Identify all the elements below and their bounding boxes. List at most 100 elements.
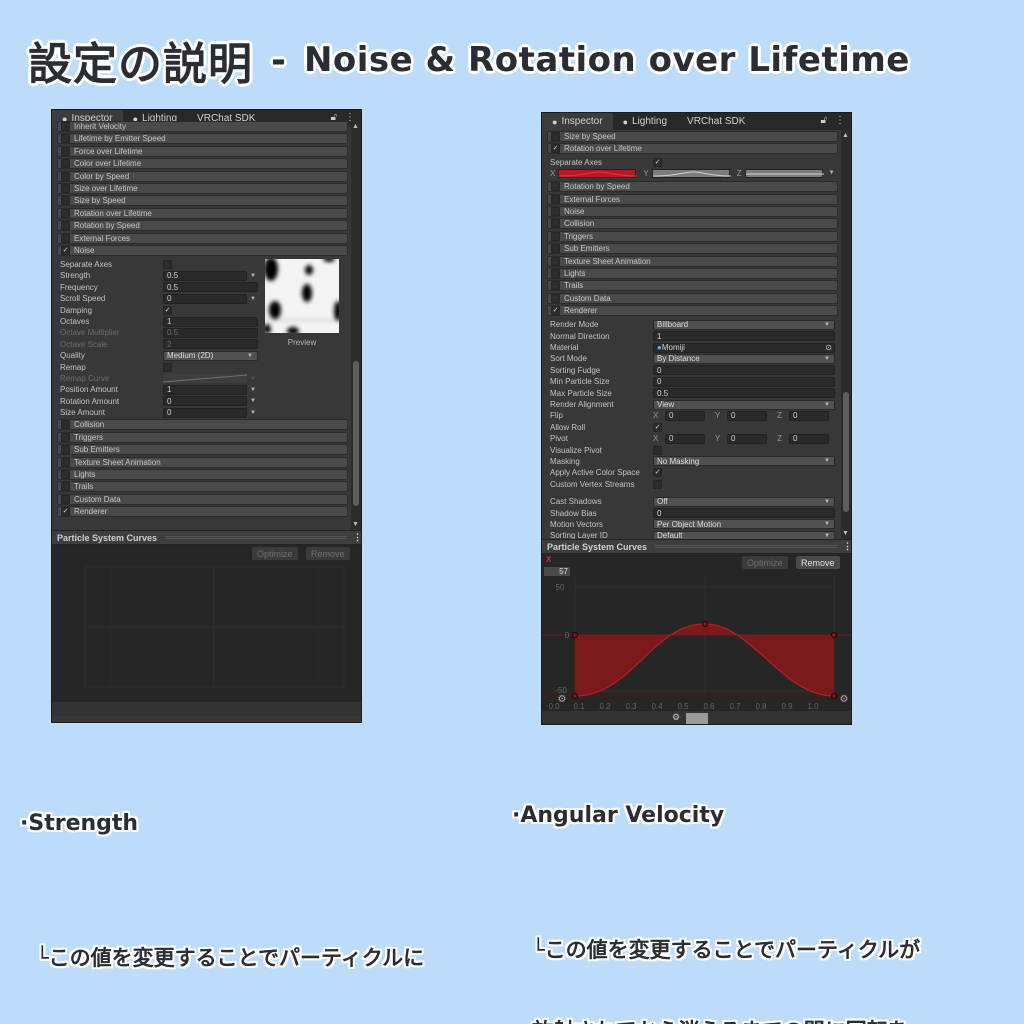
tab-vrchat-sdk[interactable]: VRChat SDK bbox=[687, 116, 746, 127]
cast-shadows-dropdown[interactable]: Off▼ bbox=[653, 496, 835, 507]
module-checkbox[interactable] bbox=[551, 244, 560, 254]
module-checkbox[interactable] bbox=[551, 281, 560, 291]
module-texture-sheet-animation[interactable]: Texture Sheet Animation bbox=[547, 255, 838, 267]
curves-header[interactable]: Particle System Curves ⋮ bbox=[542, 539, 851, 554]
curve-max-value-field[interactable]: 57 bbox=[544, 567, 570, 576]
tab-vrchat-sdk[interactable]: VRChat SDK bbox=[197, 113, 256, 124]
custom-vertex-streams-checkbox[interactable] bbox=[653, 479, 662, 489]
curve-mode-dropdown-icon[interactable]: ▼ bbox=[828, 170, 835, 177]
module-rotation-by-speed[interactable]: Rotation by Speed bbox=[547, 181, 838, 193]
object-picker-icon[interactable]: ⊙ bbox=[825, 343, 832, 353]
rotation-amount-dropdown-icon[interactable]: ▼ bbox=[250, 398, 256, 405]
module-noise[interactable]: ✓Noise bbox=[57, 244, 348, 256]
module-checkbox[interactable] bbox=[61, 208, 70, 218]
module-inherit-velocity[interactable]: Inherit Velocity bbox=[57, 121, 348, 132]
module-checkbox[interactable] bbox=[61, 494, 70, 504]
scroll-down-arrow-icon[interactable]: ▼ bbox=[352, 521, 359, 528]
module-color-over-lifetime[interactable]: Color over Lifetime bbox=[57, 158, 348, 170]
visualize-pivot-checkbox[interactable] bbox=[653, 445, 662, 455]
min-particle-size-input[interactable]: 0 bbox=[653, 376, 835, 387]
tab-lighting[interactable]: ● Lighting bbox=[622, 116, 668, 127]
module-checkbox[interactable] bbox=[61, 233, 70, 243]
module-custom-data[interactable]: Custom Data bbox=[547, 292, 838, 304]
preset-gear-icon[interactable]: ⚙ bbox=[672, 712, 681, 722]
rotation-amount-input[interactable]: 0 bbox=[163, 396, 247, 407]
module-checkbox[interactable] bbox=[61, 445, 70, 455]
curves-editor[interactable]: X Optimize Remove 57 bbox=[542, 554, 851, 724]
module-lights[interactable]: Lights bbox=[57, 468, 348, 480]
module-collision[interactable]: Collision bbox=[547, 218, 838, 230]
flip-z-input[interactable]: 0 bbox=[789, 410, 829, 421]
damping-checkbox[interactable]: ✓ bbox=[163, 305, 172, 315]
module-checkbox[interactable] bbox=[61, 122, 70, 131]
module-checkbox[interactable] bbox=[551, 182, 560, 192]
position-amount-input[interactable]: 1 bbox=[163, 384, 247, 395]
module-size-by-speed[interactable]: Size by Speed bbox=[547, 131, 838, 142]
curves-menu-icon[interactable]: ⋮ bbox=[353, 532, 362, 542]
module-checkbox[interactable] bbox=[551, 206, 560, 216]
module-checkbox[interactable] bbox=[61, 171, 70, 181]
separate-axes-checkbox[interactable]: ✓ bbox=[653, 157, 662, 167]
more-menu-icon[interactable]: ⋮ bbox=[835, 115, 845, 126]
module-force-over-lifetime[interactable]: Force over Lifetime bbox=[57, 145, 348, 157]
module-checkbox[interactable] bbox=[551, 268, 560, 278]
optimize-button[interactable]: Optimize bbox=[252, 547, 298, 560]
module-collision[interactable]: Collision bbox=[57, 419, 348, 431]
module-sub-emitters[interactable]: Sub Emitters bbox=[57, 444, 348, 456]
module-checkbox[interactable] bbox=[551, 256, 560, 266]
module-checkbox[interactable] bbox=[61, 469, 70, 479]
pivot-x-input[interactable]: 0 bbox=[665, 433, 705, 444]
module-noise[interactable]: Noise bbox=[547, 205, 838, 217]
z-curve-field[interactable] bbox=[744, 168, 824, 178]
optimize-button[interactable]: Optimize bbox=[742, 556, 788, 569]
shadow-bias-input[interactable]: 0 bbox=[653, 508, 835, 519]
tab-lighting[interactable]: ● Lighting bbox=[132, 113, 178, 124]
module-custom-data[interactable]: Custom Data bbox=[57, 493, 348, 505]
module-checkbox[interactable] bbox=[61, 221, 70, 231]
module-checkbox[interactable] bbox=[61, 134, 70, 144]
more-menu-icon[interactable]: ⋮ bbox=[345, 112, 355, 123]
scroll-down-arrow-icon[interactable]: ▼ bbox=[842, 530, 849, 537]
module-checkbox[interactable] bbox=[61, 457, 70, 467]
module-checkbox[interactable] bbox=[61, 196, 70, 206]
remap-checkbox[interactable] bbox=[163, 362, 172, 372]
flip-y-input[interactable]: 0 bbox=[727, 410, 767, 421]
module-checkbox[interactable] bbox=[61, 183, 70, 193]
module-renderer[interactable]: ✓Renderer bbox=[547, 305, 838, 317]
module-checkbox[interactable] bbox=[551, 219, 560, 229]
module-rotation-by-speed[interactable]: Rotation by Speed bbox=[57, 220, 348, 232]
curves-editor[interactable]: Optimize Remove bbox=[52, 545, 361, 716]
module-checkbox[interactable] bbox=[61, 420, 70, 430]
module-lights[interactable]: Lights bbox=[547, 267, 838, 279]
module-sub-emitters[interactable]: Sub Emitters bbox=[547, 243, 838, 255]
module-size-over-lifetime[interactable]: Size over Lifetime bbox=[57, 182, 348, 194]
scroll-speed-dropdown-icon[interactable]: ▼ bbox=[250, 295, 256, 302]
module-checkbox[interactable] bbox=[551, 293, 560, 303]
curves-header[interactable]: Particle System Curves ⋮ bbox=[52, 530, 361, 545]
module-checkbox[interactable] bbox=[61, 432, 70, 442]
flip-x-input[interactable]: 0 bbox=[665, 410, 705, 421]
module-trails[interactable]: Trails bbox=[547, 280, 838, 292]
material-field[interactable]: ●Momiji ⊙ bbox=[653, 342, 835, 353]
remove-button[interactable]: Remove bbox=[306, 547, 350, 560]
module-texture-sheet-animation[interactable]: Texture Sheet Animation bbox=[57, 456, 348, 468]
separate-axes-checkbox[interactable] bbox=[163, 260, 172, 270]
scrollbar-thumb[interactable] bbox=[353, 361, 359, 506]
sorting-fudge-input[interactable]: 0 bbox=[653, 365, 835, 376]
module-checkbox[interactable] bbox=[551, 231, 560, 241]
module-checkbox[interactable]: ✓ bbox=[551, 144, 560, 154]
module-checkbox[interactable] bbox=[61, 482, 70, 492]
masking-dropdown[interactable]: No Masking▼ bbox=[653, 456, 835, 467]
module-rotation-over-lifetime[interactable]: Rotation over Lifetime bbox=[57, 207, 348, 219]
tab-inspector[interactable]: ● Inspector bbox=[542, 113, 613, 130]
module-checkbox[interactable] bbox=[551, 194, 560, 204]
pivot-z-input[interactable]: 0 bbox=[789, 433, 829, 444]
scroll-speed-input[interactable]: 0 bbox=[163, 293, 247, 304]
size-amount-input[interactable]: 0 bbox=[163, 407, 247, 418]
strength-mode-dropdown-icon[interactable]: ▼ bbox=[250, 272, 256, 279]
scrollbar-thumb[interactable] bbox=[843, 392, 849, 512]
module-checkbox[interactable] bbox=[61, 146, 70, 156]
apply-color-space-checkbox[interactable]: ✓ bbox=[653, 468, 662, 478]
module-rotation-over-lifetime[interactable]: ✓Rotation over Lifetime bbox=[547, 143, 838, 155]
render-alignment-dropdown[interactable]: View▼ bbox=[653, 399, 835, 410]
